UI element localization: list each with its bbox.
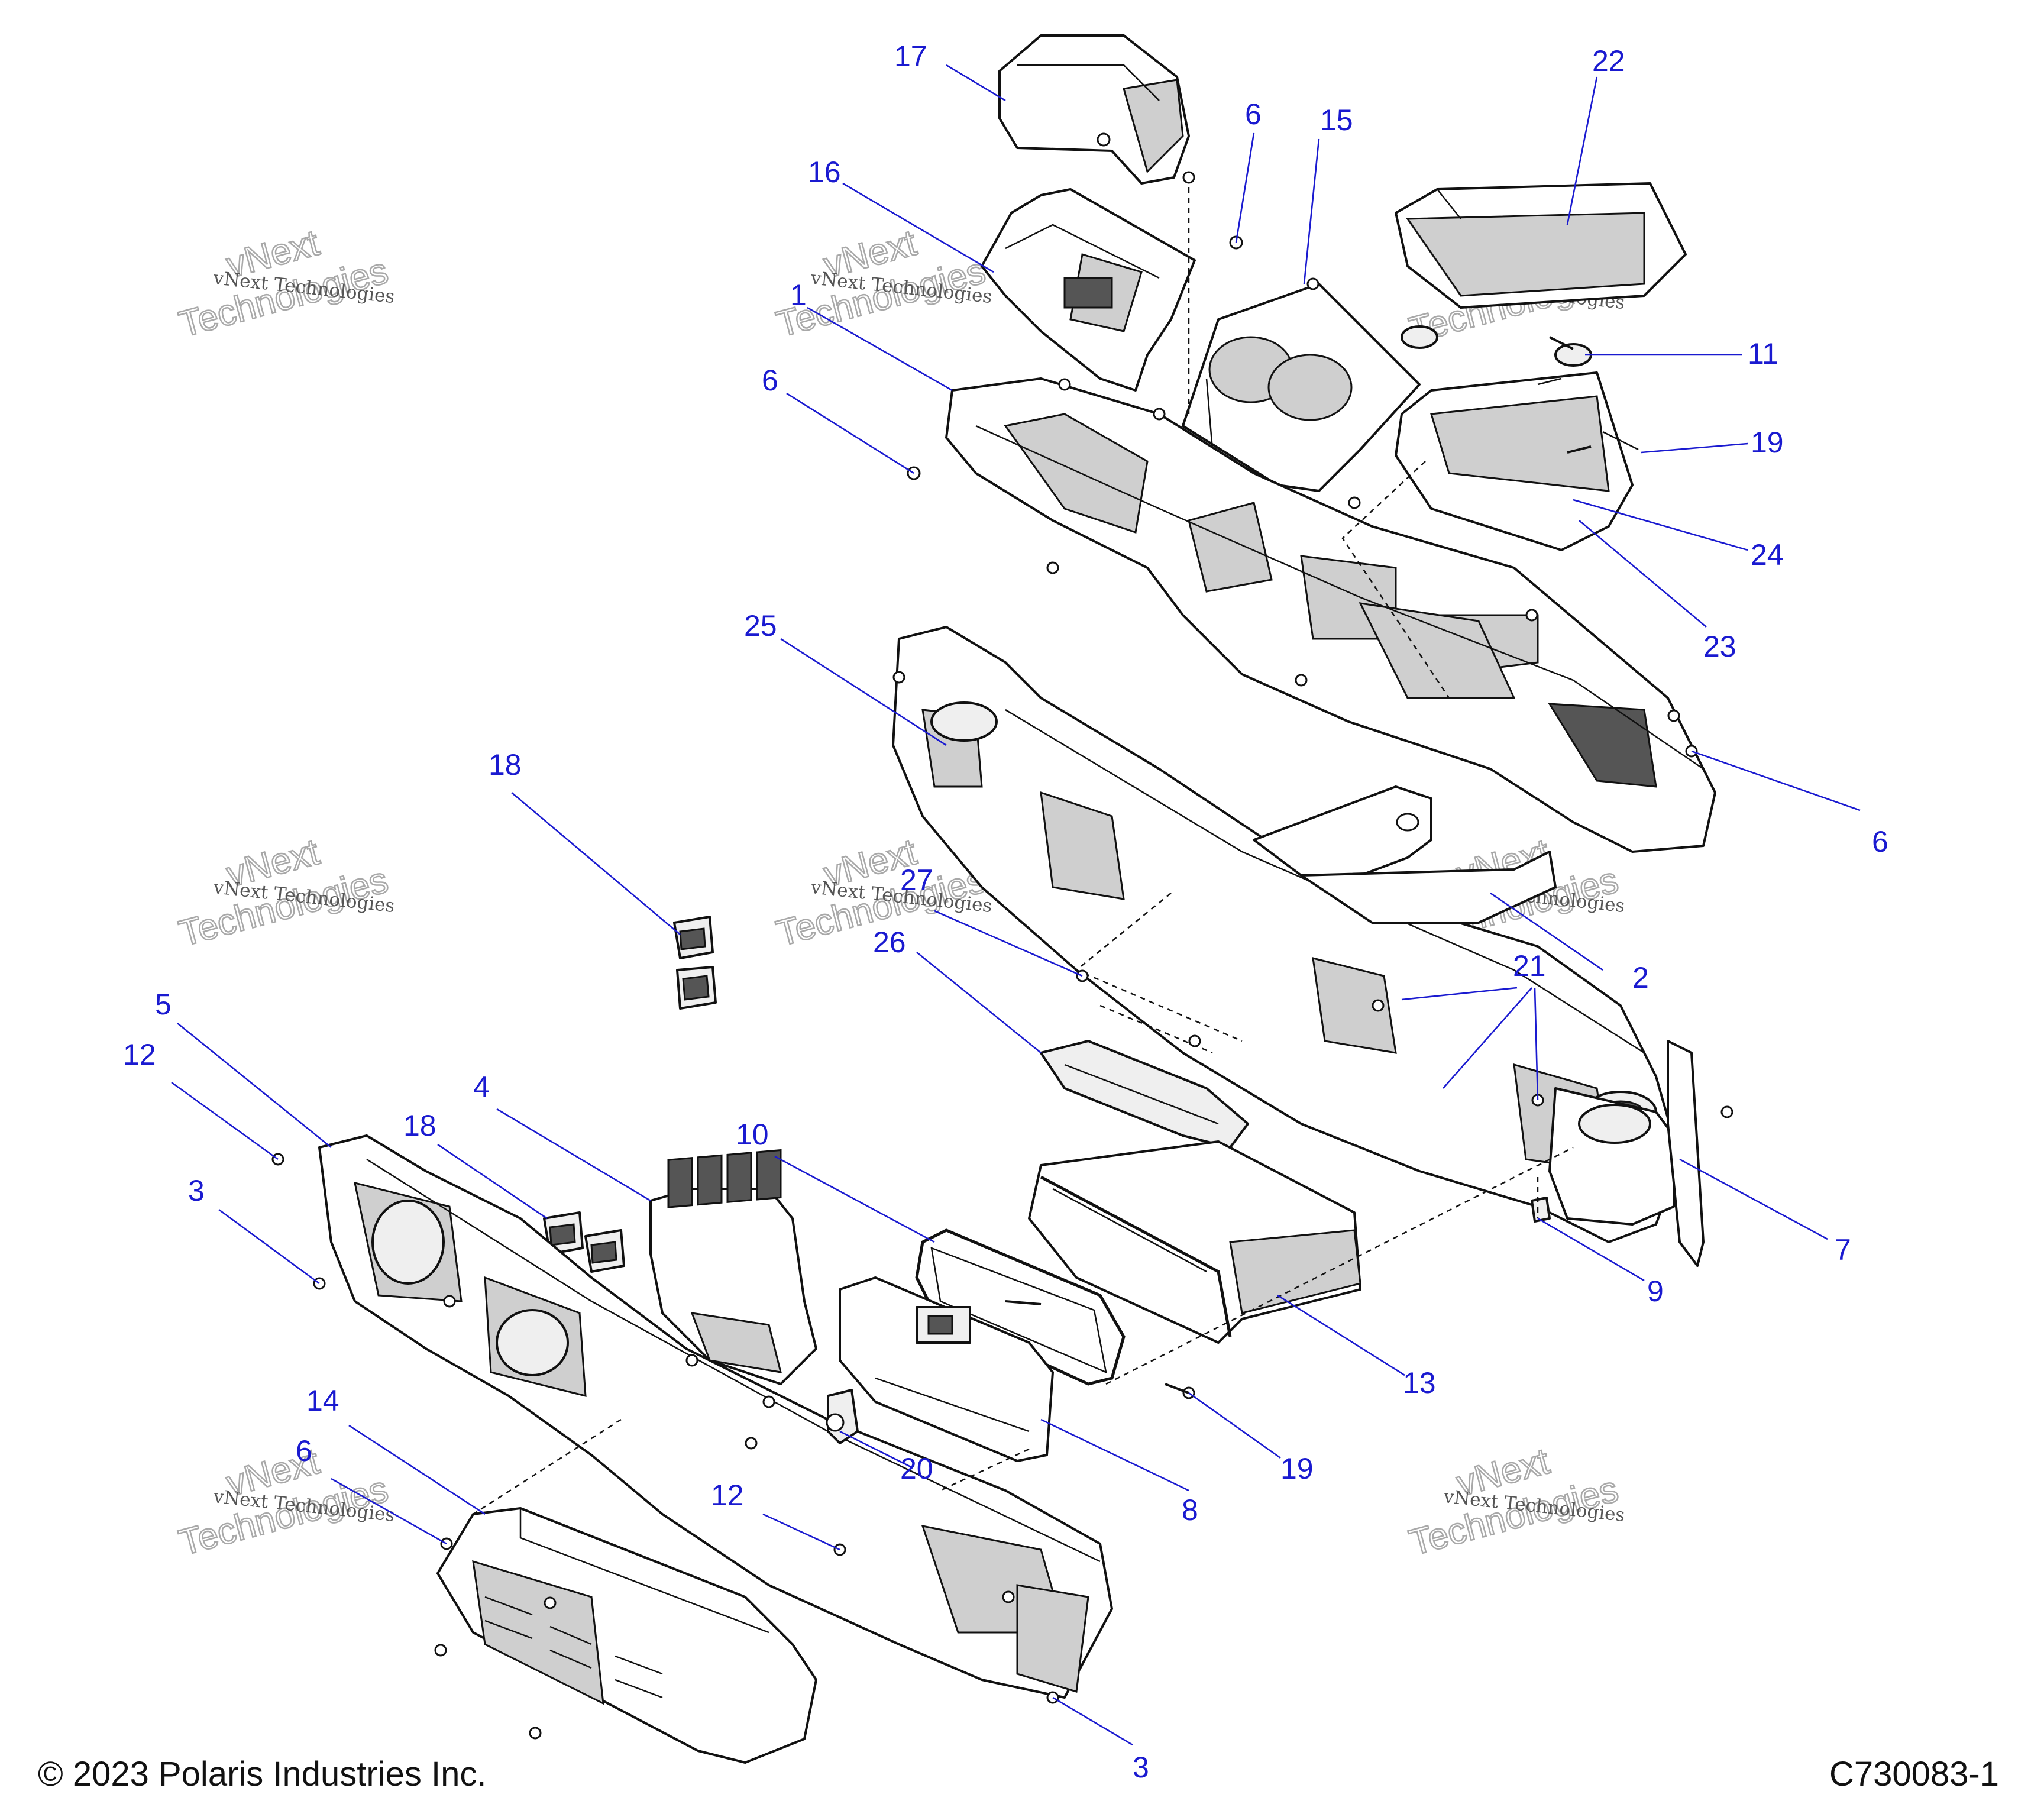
callout-labels: 17 16 1 6 6 15 22 11 19 24 23 25 6 18 27…	[123, 40, 1888, 1784]
part-18-clips-lower	[543, 1211, 625, 1273]
callout-26: 26	[873, 926, 906, 959]
callout-3: 3	[1133, 1751, 1149, 1784]
callout-8: 8	[1182, 1493, 1198, 1527]
callout-12: 12	[711, 1479, 744, 1512]
callout-24: 24	[1751, 538, 1784, 571]
callout-7: 7	[1835, 1233, 1851, 1266]
part-2-bracket	[1253, 785, 1557, 924]
callout-10: 10	[736, 1118, 769, 1151]
callout-13: 13	[1403, 1366, 1436, 1399]
callout-20: 20	[900, 1452, 933, 1485]
callout-6: 6	[1245, 98, 1262, 131]
callout-3: 3	[188, 1174, 205, 1207]
callout-6: 6	[1872, 825, 1888, 858]
callout-18: 18	[489, 748, 522, 781]
part-26-trim-strip	[1040, 1040, 1249, 1149]
callout-leader-lines	[171, 64, 1861, 1746]
part-4-switch-panel	[649, 1149, 817, 1385]
callout-9: 9	[1647, 1275, 1664, 1308]
drawing-number: C730083-1	[1829, 1755, 1999, 1793]
part-9-clip	[1531, 1197, 1551, 1223]
callout-19: 19	[1280, 1452, 1314, 1485]
part-22-top-cover	[1395, 182, 1687, 309]
callout-1: 1	[790, 279, 807, 312]
part-17-gauge-bezel	[998, 34, 1190, 185]
callout-14: 14	[306, 1384, 339, 1417]
part-20-latch	[826, 1389, 859, 1444]
callout-17: 17	[894, 40, 927, 73]
part-1-upper-dash	[945, 377, 1716, 853]
assembly-dashed-lines	[473, 177, 1574, 1515]
callout-12: 12	[123, 1038, 156, 1071]
callout-16: 16	[808, 156, 841, 189]
part-23-storage-bin	[1395, 325, 1639, 551]
callout-22: 22	[1592, 44, 1625, 77]
callout-4: 4	[473, 1071, 490, 1104]
callout-6: 6	[762, 364, 778, 397]
callout-25: 25	[744, 609, 777, 642]
callout-23: 23	[1703, 630, 1736, 663]
callout-2: 2	[1632, 961, 1649, 994]
callout-18: 18	[403, 1109, 436, 1142]
part-16-gauge-housing	[981, 188, 1196, 392]
part-10-gasket	[915, 1228, 1126, 1386]
part-18-clips-upper	[673, 916, 717, 1010]
copyright-notice: © 2023 Polaris Industries Inc.	[38, 1755, 487, 1793]
callout-21: 21	[1513, 949, 1546, 982]
part-5-lower-dash-panel	[318, 1134, 1113, 1699]
part-15-cupholder-panel	[1182, 283, 1421, 492]
part-8-glovebox-door	[839, 1276, 1054, 1462]
callout-5: 5	[155, 988, 172, 1021]
part-7-side-panel	[1548, 1040, 1705, 1267]
callout-11: 11	[1748, 337, 1778, 370]
callout-19: 19	[1751, 426, 1784, 459]
callout-6: 6	[296, 1434, 312, 1467]
callout-27: 27	[900, 864, 933, 897]
part-13-display-box	[1028, 1140, 1361, 1344]
part-14-lower-tray	[436, 1507, 817, 1764]
callout-15: 15	[1320, 104, 1353, 137]
